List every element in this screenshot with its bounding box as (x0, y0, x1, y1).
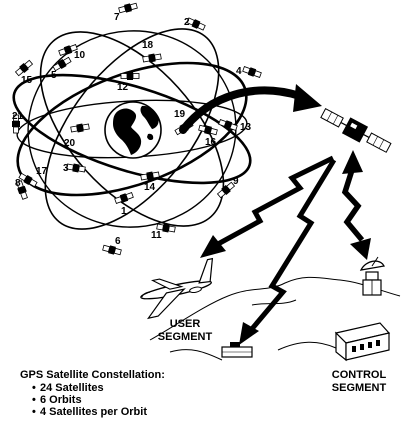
earth-globe (104, 101, 162, 159)
relay-satellite (320, 108, 392, 153)
satellite-label-10: 10 (74, 50, 86, 61)
satellite-label-6: 6 (115, 236, 121, 247)
satellite-sat-12 (120, 72, 140, 80)
satellite-label-20: 20 (64, 138, 76, 149)
orbit-5 (27, 30, 237, 228)
satellite-label-4: 4 (236, 66, 242, 77)
satellite-label-19: 19 (174, 109, 186, 120)
arrow-to-user-segment (200, 155, 335, 258)
satellite-label-5: 5 (51, 70, 57, 81)
satellite-sat-1 (114, 192, 134, 204)
satellite-sat-16 (198, 124, 218, 136)
control-segment-label-line1: CONTROL (332, 369, 387, 381)
orbit-1 (16, 61, 248, 197)
satellite-sat-10 (58, 44, 78, 56)
caption-title: GPS Satellite Constellation: (20, 369, 165, 381)
satellite-label-13: 13 (240, 122, 252, 133)
satellite-sat-7 (118, 2, 138, 14)
caption-item-satellites: 24 Satellites (32, 382, 280, 394)
satellite-sat-6 (102, 244, 122, 256)
satellite-label-11: 11 (151, 230, 162, 241)
caption-item-orbits: 6 Orbits (32, 394, 280, 406)
satellite-sat-15 (14, 59, 34, 77)
satellite-label-16: 16 (205, 137, 217, 148)
satellite-sat-13 (218, 119, 238, 131)
orbit-2 (12, 73, 252, 185)
continent-island (147, 133, 154, 141)
satellite-label-9: 9 (233, 176, 239, 187)
satellite-sat-21 (12, 114, 20, 134)
solar-panel-left (320, 108, 344, 128)
satellite-body (341, 117, 369, 143)
satellite-sat-2 (186, 17, 206, 31)
signal-arrows (200, 150, 371, 345)
satellite-label-18: 18 (142, 40, 154, 51)
satellite-label-2: 2 (184, 17, 190, 28)
satellite-label-7: 7 (114, 12, 120, 23)
orbit-3 (44, 28, 220, 230)
satellite-sat-9 (216, 181, 236, 199)
solar-panel-right (366, 132, 392, 153)
caption-list: 24 Satellites 6 Orbits 4 Satellites per … (20, 382, 280, 418)
segment-labels: USER SEGMENT CONTROL SEGMENT (158, 318, 387, 394)
arrow-to-ground-receiver (239, 158, 337, 345)
terrain-lines (149, 276, 401, 361)
user-segment-label-line2: SEGMENT (158, 331, 213, 343)
satellite-label-15: 15 (21, 75, 33, 86)
airplane-icon (140, 257, 214, 320)
satellite-label-14: 14 (144, 182, 156, 193)
arrow-satellite-control-bidirectional (341, 150, 371, 260)
continent-americas (113, 108, 142, 155)
satellite-sat-8 (16, 180, 28, 200)
satellite-number-labels: 1 2 3 4 5 6 7 8 9 10 11 12 13 14 15 16 1… (12, 12, 252, 247)
ground-receiver-icon (221, 342, 253, 358)
satellite-sat-5 (52, 56, 72, 72)
satellite-sat-3 (66, 163, 86, 173)
caption-item-satellites-per-orbit: 4 Satellites per Orbit (32, 406, 280, 418)
satellite-sat-4 (242, 66, 262, 78)
satellite-sat-14 (140, 171, 160, 181)
orbit-rings (12, 28, 252, 230)
satellite-sat-18 (142, 53, 162, 63)
satellite-label-12: 12 (117, 82, 129, 93)
satellite-sat-11 (156, 223, 176, 233)
satellite-sat-20 (70, 123, 90, 133)
continent-east (140, 105, 159, 129)
control-segment-label-line2: SEGMENT (332, 382, 387, 394)
user-segment-label-line1: USER (170, 318, 201, 330)
satellite-dish-icon (359, 256, 385, 296)
satellite-label-17: 17 (36, 166, 48, 177)
constellation-to-satellite-arrow (179, 84, 322, 134)
satellite-label-8: 8 (15, 178, 21, 189)
satellite-label-1: 1 (121, 206, 127, 217)
orbit-4 (39, 31, 225, 227)
control-building-icon (334, 322, 391, 362)
constellation-caption: GPS Satellite Constellation: 24 Satellit… (20, 369, 280, 418)
satellite-sat-17 (18, 172, 38, 188)
satellite-label-3: 3 (63, 163, 69, 174)
satellite-label-21: 21 (12, 111, 24, 122)
